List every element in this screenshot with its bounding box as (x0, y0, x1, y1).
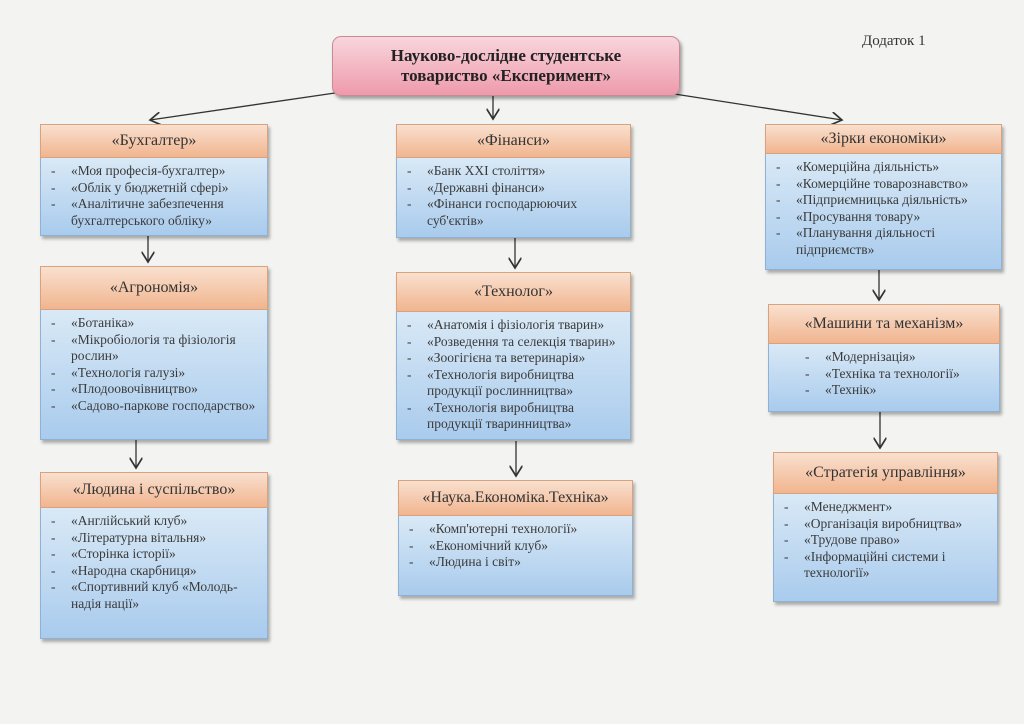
club-node: «Агрономія»«Ботаніка»«Мікробіологія та ф… (40, 266, 268, 440)
club-node: «Технолог»«Анатомія і фізіологія тварин»… (396, 272, 631, 440)
appendix-label: Додаток 1 (862, 33, 926, 49)
section-item: «Садово-паркове господарство» (49, 398, 259, 415)
club-node-sections: «Менеджмент»«Організація виробництва»«Тр… (773, 494, 998, 602)
club-node-title: «Стратегія управління» (773, 452, 998, 494)
section-item: «Банк XXI століття» (405, 163, 622, 180)
club-node: «Зірки економіки»«Комерційна діяльність»… (765, 124, 1002, 270)
club-node-title: «Зірки економіки» (765, 124, 1002, 154)
club-node-sections: «Англійський клуб»«Літературна вітальня»… (40, 508, 268, 639)
club-node-sections: «Анатомія і фізіологія тварин»«Розведенн… (396, 312, 631, 440)
section-item: «Модернізація» (777, 349, 991, 366)
club-node-title: «Машини та механізм» (768, 304, 1000, 344)
club-node-sections: «Ботаніка»«Мікробіологія та фізіологія р… (40, 310, 268, 440)
section-item: «Анатомія і фізіологія тварин» (405, 317, 622, 334)
section-item: «Плодоовочівництво» (49, 381, 259, 398)
club-node-title: «Агрономія» (40, 266, 268, 310)
section-item: «Мікробіологія та фізіологія рослин» (49, 332, 259, 365)
section-item: «Інформаційні системи і технології» (782, 549, 989, 582)
club-node: «Людина і суспільство»«Англійський клуб»… (40, 472, 268, 639)
section-item: «Фінанси господарюючих суб'єктів» (405, 196, 622, 229)
section-item: «Технологія виробництва продукції рослин… (405, 367, 622, 400)
club-node: «Стратегія управління»«Менеджмент»«Орган… (773, 452, 998, 602)
club-node: «Наука.Економіка.Техніка»«Комп'ютерні те… (398, 480, 633, 596)
section-item: «Організація виробництва» (782, 516, 989, 533)
section-item: «Розведення та селекція тварин» (405, 334, 622, 351)
club-node-title: «Людина і суспільство» (40, 472, 268, 508)
section-item: «Ботаніка» (49, 315, 259, 332)
section-item: «Техніка та технології» (777, 366, 991, 383)
club-node-title: «Технолог» (396, 272, 631, 312)
section-item: «Технологія виробництва продукції тварин… (405, 400, 622, 433)
club-node-sections: «Модернізація»«Техніка та технології»«Те… (768, 344, 1000, 412)
section-item: «Трудове право» (782, 532, 989, 549)
section-item: «Англійський клуб» (49, 513, 259, 530)
section-item: «Літературна вітальня» (49, 530, 259, 547)
section-item: «Комерційне товарознавство» (774, 176, 993, 193)
section-item: «Комерційна діяльність» (774, 159, 993, 176)
club-node: «Фінанси»«Банк XXI століття»«Державні фі… (396, 124, 631, 238)
club-node-title: «Наука.Економіка.Техніка» (398, 480, 633, 516)
section-item: «Народна скарбниця» (49, 563, 259, 580)
section-item: «Сторінка історії» (49, 546, 259, 563)
club-node-sections: «Комп'ютерні технології»«Економічний клу… (398, 516, 633, 596)
section-item: «Зоогігієна та ветеринарія» (405, 350, 622, 367)
section-item: «Моя професія-бухгалтер» (49, 163, 259, 180)
section-item: «Просування товару» (774, 209, 993, 226)
club-node-sections: «Моя професія-бухгалтер»«Облік у бюджетн… (40, 158, 268, 236)
club-node-sections: «Комерційна діяльність»«Комерційне товар… (765, 154, 1002, 270)
section-item: «Технологія галузі» (49, 365, 259, 382)
club-node-title: «Фінанси» (396, 124, 631, 158)
section-item: «Людина і світ» (407, 554, 624, 571)
club-node-title: «Бухгалтер» (40, 124, 268, 158)
section-item: «Планування діяльності підприємств» (774, 225, 993, 258)
section-item: «Менеджмент» (782, 499, 989, 516)
root-node-title: Науково-дослідне студентське товариство … (332, 36, 680, 96)
section-item: «Аналітичне забезпечення бухгалтерського… (49, 196, 259, 229)
club-node: «Машини та механізм»«Модернізація»«Техні… (768, 304, 1000, 412)
club-node: «Бухгалтер»«Моя професія-бухгалтер»«Облі… (40, 124, 268, 236)
section-item: «Підприємницька діяльність» (774, 192, 993, 209)
section-item: «Облік у бюджетній сфері» (49, 180, 259, 197)
section-item: «Спортивний клуб «Молодь-надія нації» (49, 579, 259, 612)
section-item: «Економічний клуб» (407, 538, 624, 555)
club-node-sections: «Банк XXI століття»«Державні фінанси»«Фі… (396, 158, 631, 238)
section-item: «Технік» (777, 382, 991, 399)
section-item: «Державні фінанси» (405, 180, 622, 197)
section-item: «Комп'ютерні технології» (407, 521, 624, 538)
